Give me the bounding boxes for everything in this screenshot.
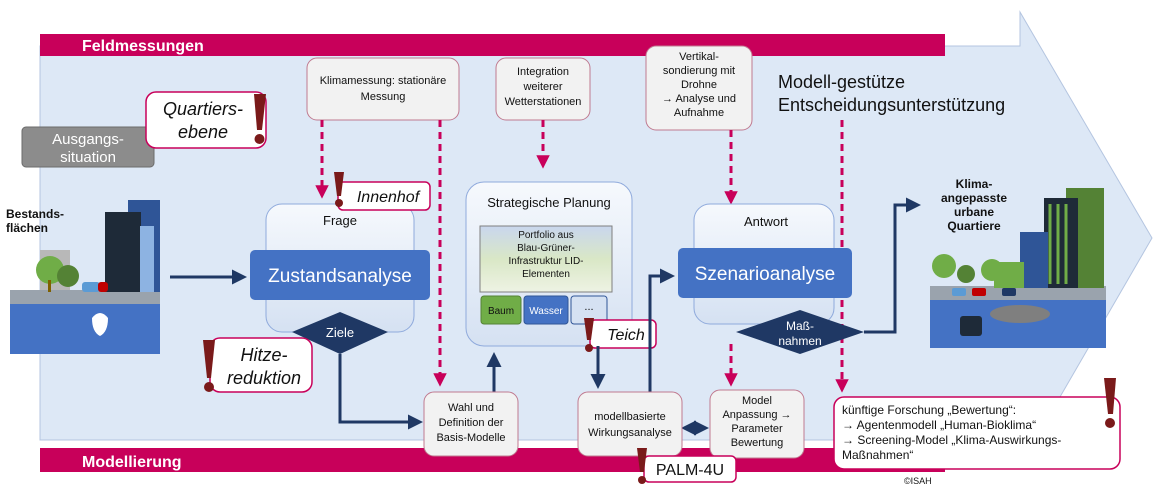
- klima-label-line4: Quartiere: [947, 219, 1001, 233]
- vert-line4: → Analyse und: [662, 93, 736, 105]
- portfolio-line3: Infrastruktur LID-: [508, 256, 583, 267]
- arrow-title-line2: Entscheidungsunterstützung: [778, 95, 1005, 115]
- wahl-line2: Definition der: [439, 417, 504, 429]
- modb-line1: modellbasierte: [594, 411, 666, 423]
- vert-line3: Drohne: [681, 79, 717, 91]
- future-line1: künftige Forschung „Bewertung“:: [842, 403, 1016, 417]
- antwort-label: Antwort: [744, 214, 788, 229]
- portfolio-box: [479, 225, 613, 293]
- exclamation-icon: [334, 172, 344, 207]
- bestand-line1: Bestands-: [6, 207, 64, 221]
- future-line3: → Screening-Model „Klima-Auswirkungs-: [842, 433, 1061, 447]
- exclamation-icon: [1104, 378, 1116, 428]
- frage-label: Frage: [323, 213, 357, 228]
- band-label-bottom: Modellierung: [82, 454, 182, 471]
- hitze-line2: reduktion: [227, 368, 301, 388]
- band-label-top: Feldmessungen: [82, 38, 204, 55]
- vert-line5: Aufnahme: [674, 107, 724, 119]
- portfolio-line1: Portfolio aus: [518, 230, 574, 241]
- arrow-title-line1: Modell-gestütze: [778, 72, 905, 92]
- anp-line3: Parameter: [731, 423, 783, 435]
- vert-line2: sondierung mit: [663, 65, 735, 77]
- ziele-diamond: [292, 312, 388, 354]
- klimamessung-box: [306, 57, 460, 121]
- ausgang-line1: Ausgangs-: [52, 131, 124, 148]
- exclamation-icon: [254, 94, 266, 144]
- klima-line2: Messung: [361, 91, 406, 103]
- anp-line1: Model: [742, 395, 772, 407]
- palm-label: PALM-4U: [656, 462, 724, 479]
- quartiers-line1: Quartiers-: [163, 99, 243, 119]
- strat-label: Strategische Planung: [487, 195, 611, 210]
- future-line2: → Agentenmodell „Human-Bioklima“: [842, 418, 1036, 432]
- anp-line4: Bewertung: [731, 437, 784, 449]
- zustandsanalyse-box: [250, 250, 430, 300]
- exclamation-icon: [203, 340, 215, 392]
- baum-element: [480, 295, 522, 325]
- copyright: ©ISAH: [904, 476, 932, 486]
- baum-label: Baum: [488, 306, 514, 317]
- exclamation-icon: [637, 448, 647, 484]
- existing-district-illustration: [10, 200, 160, 354]
- bestand-line2: flächen: [6, 221, 48, 235]
- szenario-label: Szenarioanalyse: [695, 264, 835, 285]
- anp-line2: Anpassung →: [722, 409, 791, 421]
- future-research-box: [833, 396, 1121, 470]
- teich-label: Teich: [607, 327, 645, 344]
- more-label: ...: [584, 301, 593, 313]
- massnahmen-diamond: [736, 310, 864, 354]
- klima-line1: Klimamessung: stationäre: [320, 75, 447, 87]
- integ-line2: weiterer: [522, 81, 562, 93]
- portfolio-line4: Elementen: [522, 269, 570, 280]
- ausgang-line2: situation: [60, 149, 116, 166]
- szenarioanalyse-box: [678, 248, 852, 298]
- portfolio-line2: Blau-Grüner-: [517, 243, 575, 254]
- wasser-element: [523, 295, 569, 325]
- mass-line2: nahmen: [778, 334, 821, 348]
- zustand-label: Zustandsanalyse: [268, 266, 412, 287]
- klima-label-line3: urbane: [954, 205, 994, 219]
- ziele-label: Ziele: [326, 325, 354, 340]
- hitze-line1: Hitze-: [240, 345, 287, 365]
- exclamation-icon: [584, 318, 594, 352]
- quartiersebene-tag: [145, 91, 267, 149]
- model-anpassung-box: [709, 389, 805, 459]
- vert-line1: Vertikal-: [679, 51, 719, 63]
- modellbasierte-wirkungsanalyse-box: [577, 391, 683, 457]
- integ-line3: Wetterstationen: [505, 96, 582, 108]
- innenhof-label: Innenhof: [357, 189, 421, 206]
- modb-line2: Wirkungsanalyse: [588, 427, 672, 439]
- climate-adapted-district-illustration: [930, 188, 1106, 348]
- wahl-definition-box: [423, 391, 519, 457]
- klima-label-line1: Klima-: [956, 177, 993, 191]
- vertikalsondierung-box: [645, 45, 753, 131]
- integ-line1: Integration: [517, 66, 569, 78]
- mass-line1: Maß-: [786, 319, 814, 333]
- klima-label-line2: angepasste: [941, 191, 1007, 205]
- quartiers-line2: ebene: [178, 122, 228, 142]
- wasser-label: Wasser: [529, 306, 563, 317]
- wahl-line1: Wahl und: [448, 402, 494, 414]
- future-line4: Maßnahmen“: [842, 448, 913, 462]
- wahl-line3: Basis-Modelle: [436, 432, 505, 444]
